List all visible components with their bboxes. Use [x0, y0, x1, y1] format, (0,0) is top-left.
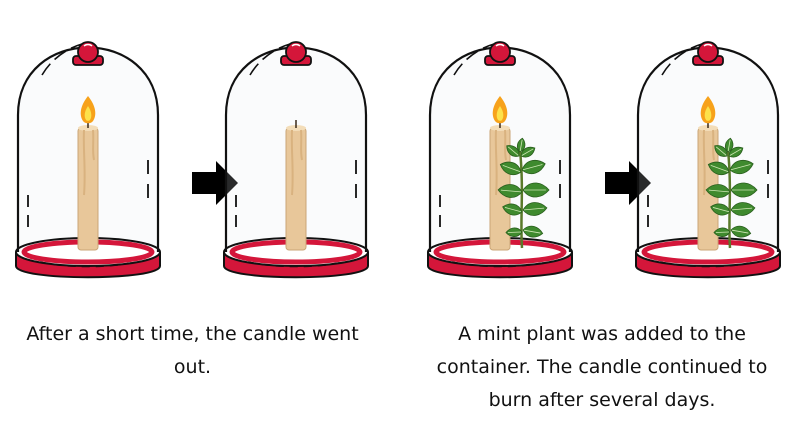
jar-knob	[692, 41, 724, 66]
jar-candle-with-mint-burning	[427, 41, 573, 279]
caption-mint-plant-added: A mint plant was added to the container.…	[436, 323, 768, 411]
flame-icon	[700, 96, 716, 124]
jar-knob	[280, 41, 312, 66]
jar-base	[223, 237, 369, 279]
caption-candle-went-out: After a short time, the candle went out.	[26, 323, 359, 378]
mint-plant	[705, 137, 758, 249]
mint-plant	[497, 137, 550, 249]
jar-knob	[484, 41, 516, 66]
jar-candle-with-mint-still-burning	[635, 41, 781, 279]
jar-candle-out	[223, 41, 369, 279]
jar-base	[635, 237, 781, 279]
unlit-candle	[285, 120, 307, 251]
jar-candle-burning	[15, 41, 161, 279]
jar-base	[427, 237, 573, 279]
arrow-icon	[605, 161, 651, 205]
flame-icon	[492, 96, 508, 124]
jar-knob	[72, 41, 104, 66]
candle-jar-experiment-diagram	[15, 41, 781, 279]
lit-candle	[77, 120, 99, 251]
flame-icon	[80, 96, 96, 124]
